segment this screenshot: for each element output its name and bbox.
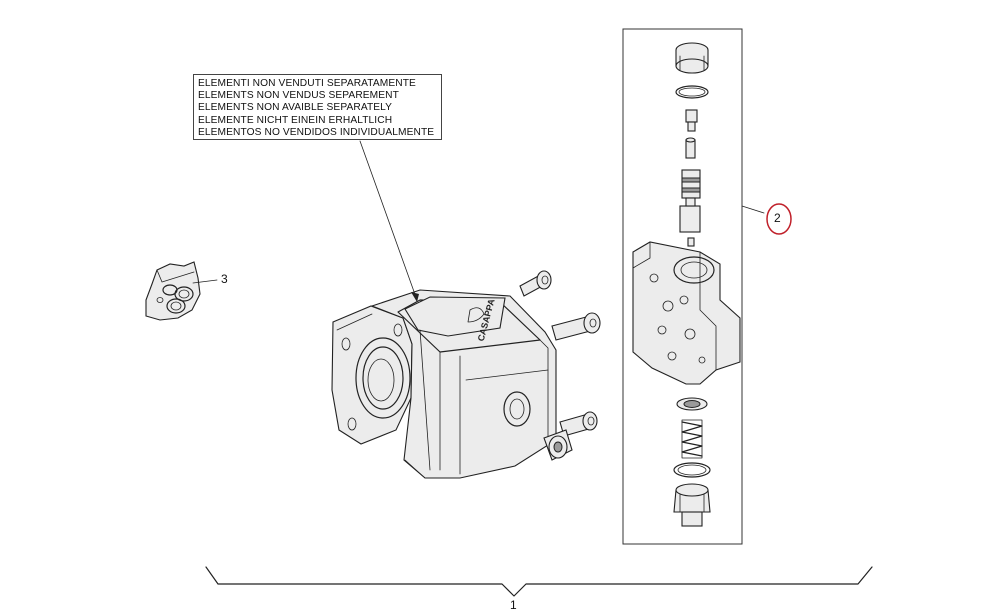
not-sold-separately-note: ELEMENTI NON VENDUTI SEPARATAMENTE ELEME… xyxy=(193,74,442,140)
note-leader-arrowhead xyxy=(411,292,419,302)
seal-kit xyxy=(145,261,218,321)
valve-group xyxy=(622,28,765,545)
note-line-it: ELEMENTI NON VENDUTI SEPARATAMENTE xyxy=(198,78,416,89)
callout-highlight-circle xyxy=(766,203,792,235)
callout-2-valve-group[interactable]: 2 xyxy=(774,211,781,225)
note-line-de: ELEMENTE NICHT EINEIN ERHALTLICH xyxy=(198,114,393,126)
callout-3-seal-kit[interactable]: 3 xyxy=(221,272,228,286)
note-line-es: ELEMENTOS NO VENDIDOS INDIVIDUALMENTE xyxy=(198,126,435,138)
assembly-brace xyxy=(205,566,873,597)
note-leader-line xyxy=(359,140,418,301)
note-line-en: ELEMENTS NON AVAIBLE SEPARATELY xyxy=(198,102,393,114)
note-line-fr: ELEMENTS NON VENDUS SEPAREMENT xyxy=(198,90,399,102)
pump-assembly: CASAPPA xyxy=(331,270,601,479)
callout-1-assembly[interactable]: 1 xyxy=(510,598,517,612)
